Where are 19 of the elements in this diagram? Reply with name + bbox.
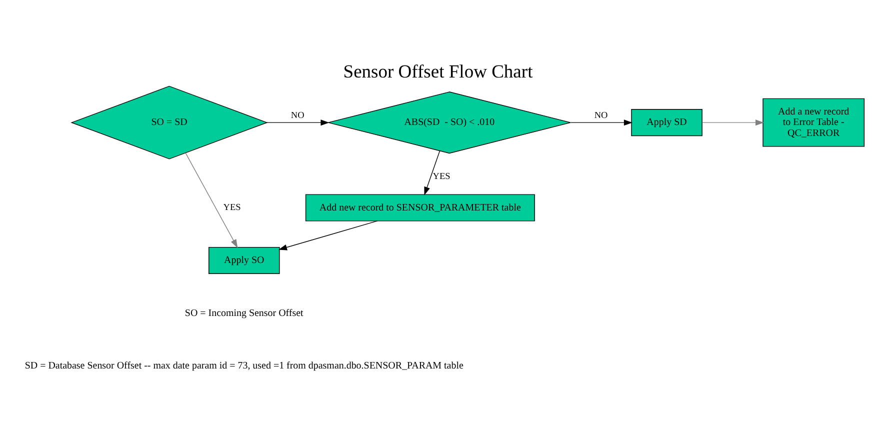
edge-label: YES (432, 172, 450, 182)
arrow (278, 220, 378, 250)
node-box: Add a new record to Error Table - QC_ERROR (762, 98, 865, 147)
arrow (702, 120, 764, 126)
diagram-title: Sensor Offset Flow Chart (343, 62, 533, 83)
arrow (266, 120, 330, 126)
arrow (424, 150, 440, 196)
edge-label: NO (290, 110, 304, 121)
node-diamond: ABS(SD - SO) < .010 (328, 92, 571, 154)
edge-label: YES (223, 203, 241, 214)
node-box: Apply SO (208, 246, 280, 274)
arrow (185, 152, 238, 248)
node-box: Apply SD (631, 109, 702, 136)
label: SO = Incoming Sensor Offset (184, 308, 304, 319)
node-box: Add new record to SENSOR_PARAMETER table (305, 194, 535, 222)
label: SD = Database Sensor Offset -- max date param id = 73, used =1 from dpasman.dbo.SENSOR_PARAM table (24, 360, 464, 372)
arrow (570, 120, 632, 126)
node-diamond: SO = SD (70, 86, 268, 160)
edge-label: NO (594, 110, 608, 121)
